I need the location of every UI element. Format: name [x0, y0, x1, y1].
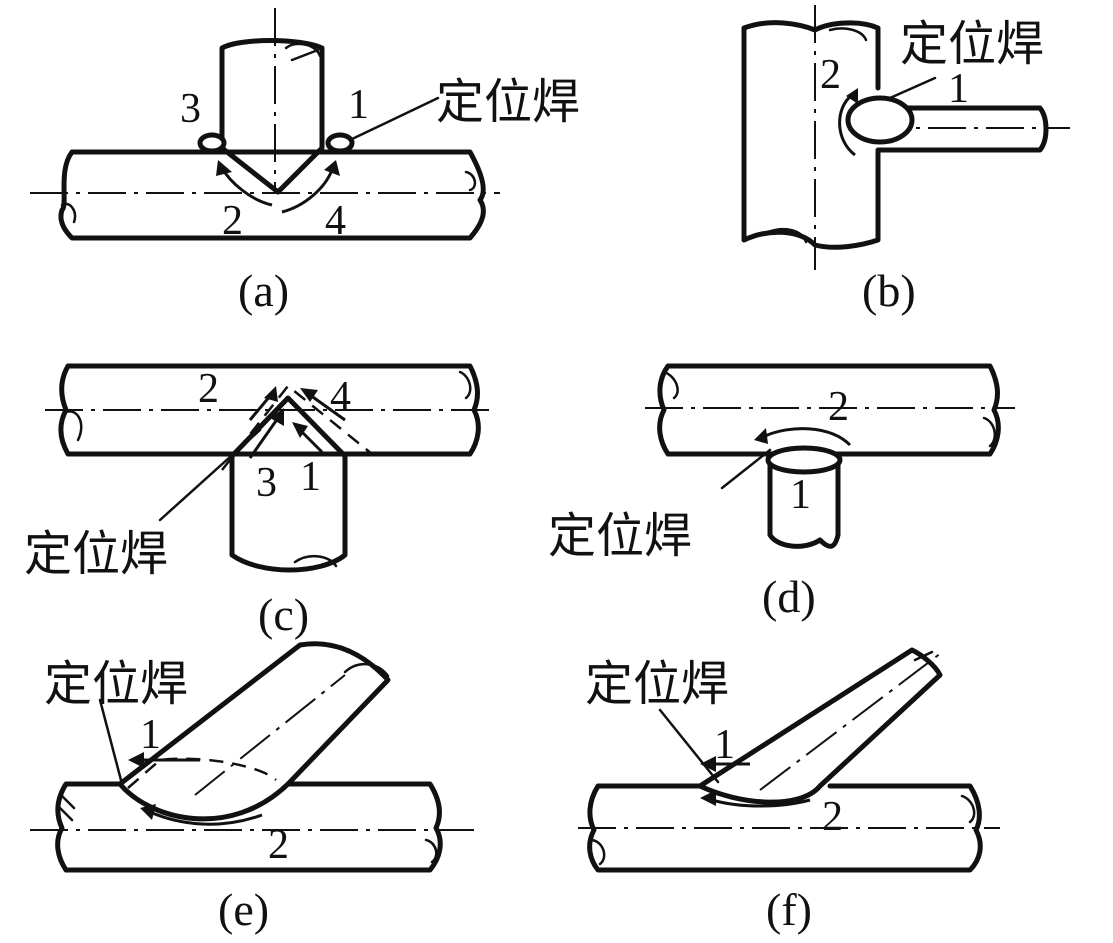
panel-a-caption: (a) — [238, 265, 289, 316]
panel-f-arrowhead-1 — [700, 756, 716, 772]
panel-c-arrowhead-1 — [292, 422, 308, 438]
panel-e-leader — [98, 698, 124, 786]
panel-e-branch-hatch — [343, 663, 390, 678]
panel-c-num-3: 3 — [256, 460, 277, 506]
panel-a-branch-pipe — [219, 38, 325, 195]
panel-a-num-4: 4 — [325, 198, 346, 244]
panel-b-arrow-2 — [838, 93, 856, 157]
panel-d-caption: (d) — [762, 571, 816, 622]
panel-e-branch-pipe — [117, 641, 391, 822]
panel-d: 2 1 定位焊 (d) — [548, 363, 1015, 622]
panel-f-axis-diag — [759, 649, 946, 791]
panel-f-arrowhead-2 — [700, 790, 716, 806]
panel-b-weld-ellipse — [845, 95, 915, 145]
panel-b-arrowhead-2 — [846, 88, 858, 104]
panel-c-dashed-weld-line — [221, 384, 373, 471]
panel-e: 1 2 定位焊 (e) — [30, 641, 480, 935]
panel-e-main-pipe — [55, 781, 443, 873]
panel-f-leader — [658, 708, 720, 784]
panel-c-arrow-1 — [298, 428, 324, 454]
panel-e-num-2: 2 — [268, 822, 289, 868]
panel-c-branch-hatch — [293, 554, 338, 568]
panel-f-tack-label: 定位焊 — [585, 656, 729, 712]
panel-c-num-1: 1 — [300, 454, 321, 500]
panel-f-branch-pipe — [697, 647, 943, 805]
panel-b-main-pipe — [741, 20, 881, 250]
panel-a-num-3: 3 — [180, 86, 201, 132]
panel-e-arrowhead-2 — [140, 804, 156, 820]
panel-f-arrow-2 — [711, 798, 811, 808]
panel-d-num-2: 2 — [828, 384, 849, 430]
panel-d-num-1: 1 — [790, 472, 811, 518]
panel-d-pipe-hatch — [662, 370, 997, 448]
panel-e-axis-diag — [194, 674, 346, 796]
panel-d-arrowhead-2 — [754, 428, 768, 444]
panel-a-tack-label: 定位焊 — [436, 74, 580, 130]
panel-c-arrow-4 — [309, 393, 346, 422]
panel-f-num-1: 1 — [714, 722, 735, 768]
panel-b-leader — [888, 76, 937, 100]
panel-a-arrow-4 — [281, 169, 334, 214]
panel-c: 2 4 3 1 定位焊 (c) — [24, 363, 490, 640]
panel-e-arrow-2 — [149, 810, 263, 826]
panel-c-num-4: 4 — [330, 374, 351, 420]
panel-a-tack-weld-left — [197, 132, 227, 154]
panel-b-pipe-hatch — [766, 27, 868, 244]
panel-a-num-1: 1 — [348, 82, 369, 128]
panel-a-main-pipe — [58, 149, 486, 241]
panel-f-num-2: 2 — [822, 794, 843, 840]
panel-b-num-2: 2 — [820, 52, 841, 98]
panel-e-tack-label: 定位焊 — [44, 656, 188, 712]
panel-c-arrowhead-2 — [264, 386, 278, 402]
panel-c-arrowhead-3 — [270, 408, 284, 426]
panel-b-tack-label: 定位焊 — [900, 16, 1044, 72]
panel-e-caption: (e) — [218, 884, 269, 935]
panel-a-tack-weld-right — [325, 132, 355, 154]
panel-b-caption: (b) — [862, 265, 916, 316]
panel-c-branch-pipe — [229, 395, 348, 573]
panel-e-pipe-hatch — [58, 794, 438, 864]
panel-a-num-2: 2 — [222, 198, 243, 244]
panel-c-tack-label: 定位焊 — [24, 526, 168, 582]
panel-d-arrow-2 — [764, 427, 852, 447]
panel-f-caption: (f) — [766, 884, 812, 935]
panel-a-arrowhead-2 — [216, 160, 232, 176]
panel-c-arrowhead-4 — [300, 388, 318, 402]
panel-c-leader — [158, 428, 262, 522]
panel-a-branch-hatch — [284, 42, 322, 62]
panel-f-branch-hatch — [913, 650, 934, 662]
panel-a-leader — [348, 96, 440, 142]
panel-f-pipe-hatch — [590, 794, 976, 866]
panel-f: 1 2 定位焊 (f) — [578, 647, 1000, 935]
panel-c-arrow-2 — [248, 395, 272, 421]
panel-a-arrowhead-4 — [324, 160, 340, 176]
panel-d-leader — [720, 448, 772, 490]
panel-c-pipe-hatch — [64, 370, 472, 442]
panel-c-num-2: 2 — [198, 366, 219, 412]
panel-f-main-pipe — [587, 783, 983, 873]
panel-e-num-1: 1 — [140, 712, 161, 758]
panel-d-weld-ellipse — [765, 445, 843, 475]
panel-c-caption: (c) — [258, 589, 309, 640]
panel-a-pipe-end-hatch — [60, 170, 477, 224]
panel-b-num-1: 1 — [948, 66, 969, 112]
panel-c-arrow-3 — [248, 417, 280, 459]
panel-b: 2 1 定位焊 (b) — [741, 5, 1070, 316]
panel-a: 3 1 2 4 定位焊 (a) — [30, 8, 580, 316]
panel-d-branch-pipe — [767, 453, 841, 549]
panel-c-main-pipe — [58, 363, 481, 457]
panel-d-tack-label: 定位焊 — [548, 508, 692, 564]
panel-e-arrowhead-1 — [128, 752, 144, 768]
